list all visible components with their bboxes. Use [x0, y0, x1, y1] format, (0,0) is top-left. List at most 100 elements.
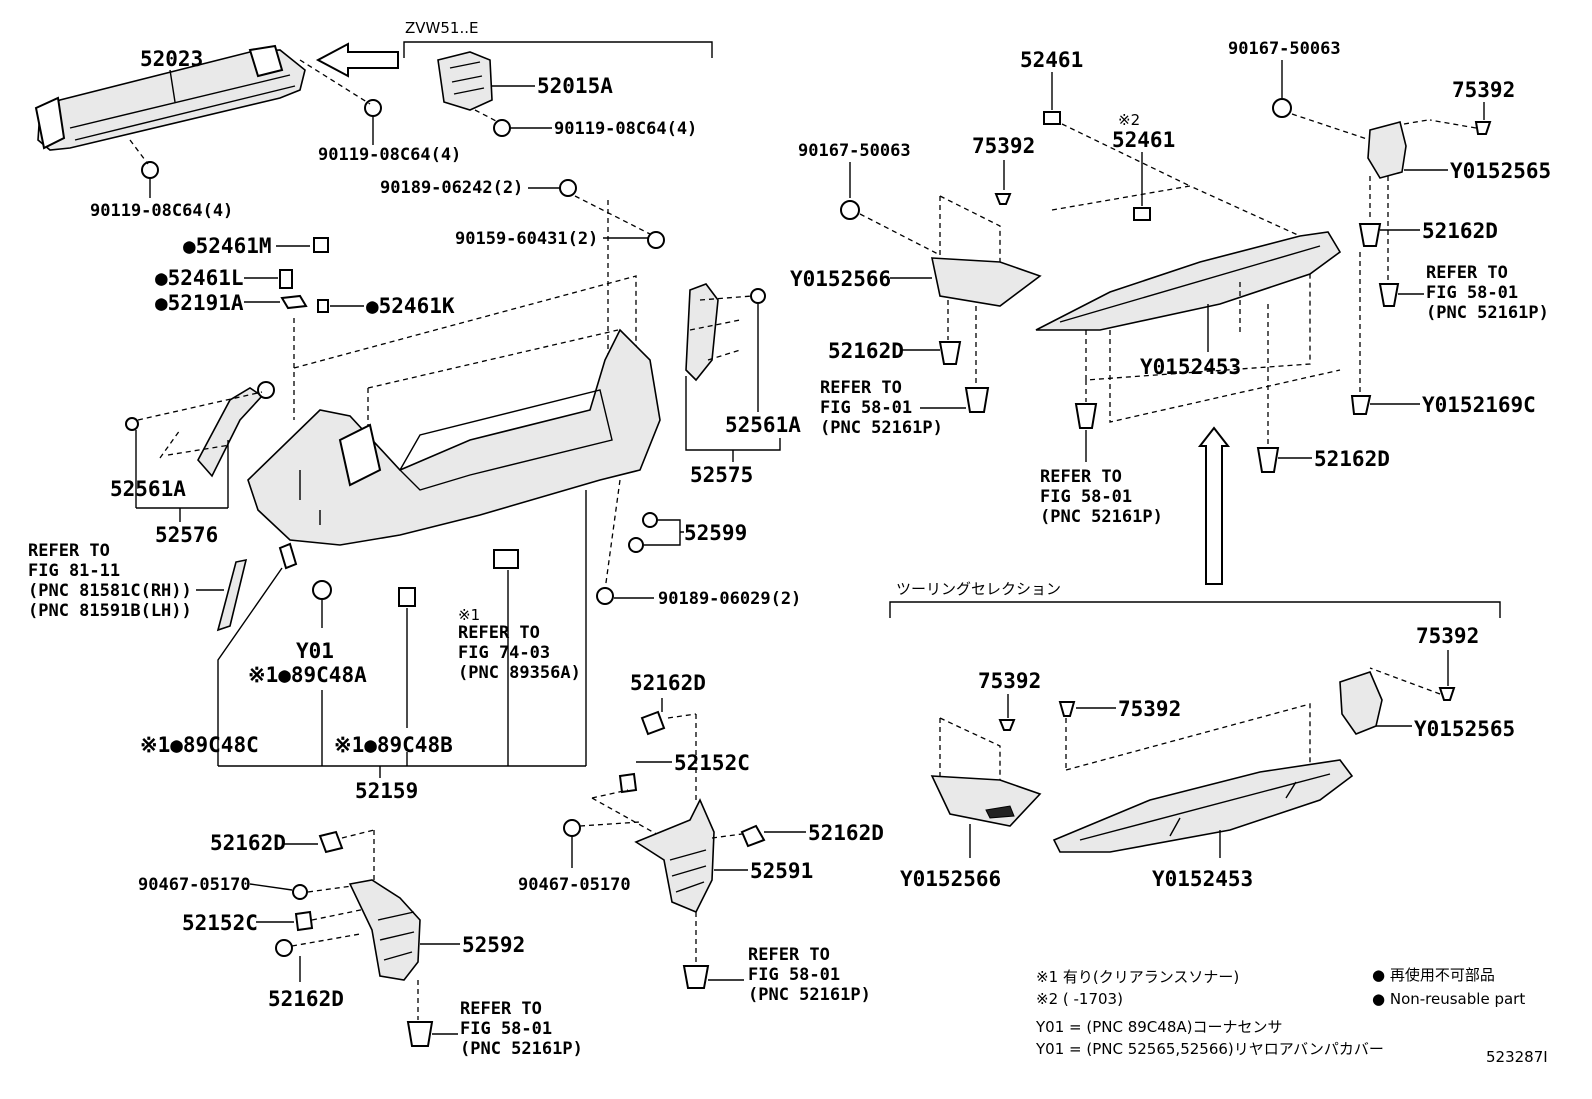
label-zvw51e: ZVW51..E — [405, 19, 478, 37]
clip-52162d-icon — [1358, 223, 1382, 247]
legend-nonreusable-jp: ● 再使用不可部品 — [1372, 966, 1495, 984]
label-52461-top: 52461 — [1020, 48, 1083, 72]
refer-58c-line1: REFER TO — [748, 945, 830, 965]
screw-90467-icon — [292, 884, 308, 900]
label-52162d-right-b: 52162D — [828, 339, 904, 363]
legend-nonreusable-en: ● Non-reusable part — [1372, 990, 1525, 1008]
lower-cover-y0152566 — [931, 257, 1042, 307]
refer-58c-line3: (PNC 52161P) — [748, 985, 871, 1005]
label-75392-top: 75392 — [1452, 78, 1515, 102]
reflector-icon — [216, 558, 248, 632]
label-y0152565-top: Y0152565 — [1450, 159, 1551, 183]
bumper-reinforcement-52023 — [34, 44, 306, 151]
label-y0152453-top: Y0152453 — [1140, 355, 1241, 379]
refer-81-line4: (PNC 81591B(LH)) — [28, 601, 192, 621]
label-90189-06029: 90189-06029(2) — [658, 589, 801, 609]
label-75392-touring-a: 75392 — [1416, 624, 1479, 648]
label-52575: 52575 — [690, 463, 753, 487]
label-52023: 52023 — [140, 47, 203, 71]
label-52461-mid: 52461 — [1112, 128, 1175, 152]
lower-cover-y0152453-touring — [1052, 759, 1354, 853]
refer-74-line2: FIG 74-03 — [458, 643, 550, 663]
label-y0152566-top: Y0152566 — [790, 267, 891, 291]
sensor-plate-icon — [493, 549, 519, 569]
refer-74-line3: (PNC 89356A) — [458, 663, 581, 683]
legend-note-1: ※1 有り(クリアランスソナー) — [1036, 968, 1239, 986]
label-52015a: 52015A — [537, 74, 613, 98]
label-90159-60431: 90159-60431(2) — [455, 229, 598, 249]
label-90467-center: 90467-05170 — [518, 875, 631, 895]
direction-arrow-up — [1197, 426, 1231, 585]
pad-52461-icon — [1133, 207, 1151, 221]
clip-52161p-icon — [406, 1021, 434, 1047]
clip-52162d-icon — [938, 341, 962, 365]
label-bolt-90119-c: 90119-08C64(4) — [90, 201, 233, 221]
pad-52461m — [313, 237, 329, 253]
refer-58b-line1: REFER TO — [1040, 467, 1122, 487]
label-52162d-center-b: 52162D — [808, 821, 884, 845]
label-touring-selection: ツーリングセレクション — [896, 580, 1061, 598]
label-52152c-left: 52152C — [182, 911, 258, 935]
label-52576: 52576 — [155, 523, 218, 547]
refer-58e-line1: REFER TO — [1426, 263, 1508, 283]
label-52162d-left-a: 52162D — [210, 831, 286, 855]
label-75392-mid: 75392 — [972, 134, 1035, 158]
label-75392-touring-b: 75392 — [978, 669, 1041, 693]
lower-cover-y0152565 — [1367, 121, 1407, 179]
clip-75392-icon — [998, 719, 1016, 731]
clip-75392-icon — [1058, 701, 1076, 717]
label-89c48c: ※1●89C48C — [140, 733, 259, 757]
screw-90467-icon — [563, 819, 581, 837]
label-90467-left: 90467-05170 — [138, 875, 251, 895]
refer-58c-line2: FIG 58-01 — [748, 965, 840, 985]
pad-52461l — [279, 269, 293, 289]
label-52461k: ●52461K — [366, 294, 455, 318]
sensor-holder-icon — [278, 542, 298, 570]
refer-58e-line3: (PNC 52161P) — [1426, 303, 1549, 323]
refer-58d-line3: (PNC 52161P) — [460, 1039, 583, 1059]
clip-52162d-icon — [318, 830, 344, 854]
label-y01: Y01 — [296, 639, 334, 663]
clip-52152c-icon — [618, 772, 638, 794]
label-52159: 52159 — [355, 779, 418, 803]
pad-52461k — [317, 299, 329, 313]
screw-90189-icon — [596, 587, 614, 605]
mudguard-52592 — [348, 879, 421, 981]
label-90167-left: 90167-50063 — [798, 141, 911, 161]
refer-81-line1: REFER TO — [28, 541, 110, 561]
nut-90167-icon — [840, 200, 860, 220]
lower-cover-y0152453 — [1035, 231, 1342, 331]
legend-y01-line2: Y01 = (PNC 52565,52566)リヤロアバンパカバー — [1035, 1040, 1384, 1058]
bracket-52015a — [437, 51, 493, 111]
pad-52191a — [280, 294, 308, 310]
refer-58b-line3: (PNC 52161P) — [1040, 507, 1163, 527]
clip-icon — [559, 179, 577, 197]
nut-90167-icon — [1272, 98, 1292, 118]
label-52591: 52591 — [750, 859, 813, 883]
diagram-id: 523287I — [1486, 1048, 1548, 1066]
clip-52161p-icon — [964, 387, 990, 413]
refer-58b-line2: FIG 58-01 — [1040, 487, 1132, 507]
clip-52161p-icon — [1378, 283, 1400, 307]
label-52599: 52599 — [684, 521, 747, 545]
label-y0152565-touring: Y0152565 — [1414, 717, 1515, 741]
clip-52161p-icon — [682, 965, 710, 989]
pad-52461-icon — [1043, 111, 1061, 125]
clip-75392-icon — [994, 193, 1012, 205]
clip-75392-icon — [1474, 121, 1492, 135]
label-y0152453-touring: Y0152453 — [1152, 867, 1253, 891]
clip-75392-icon — [1438, 687, 1456, 701]
mudguard-52591 — [634, 798, 715, 914]
clip-52162d-icon — [275, 939, 293, 957]
bracket-52561a-left — [125, 381, 275, 478]
note-x2: ※2 — [1118, 111, 1140, 129]
label-52461l: ●52461L — [155, 266, 244, 290]
bolt-icon — [141, 99, 511, 179]
legend-y01-line1: Y01 = (PNC 89C48A)コーナセンサ — [1035, 1018, 1282, 1036]
label-90189-06242: 90189-06242(2) — [380, 178, 523, 198]
clip-52152c-icon — [294, 910, 314, 932]
clip-52161p-icon — [1074, 403, 1098, 429]
refer-58e-line2: FIG 58-01 — [1426, 283, 1518, 303]
label-bolt-90119-a: 90119-08C64(4) — [318, 145, 461, 165]
label-y0152566-touring: Y0152566 — [900, 867, 1001, 891]
